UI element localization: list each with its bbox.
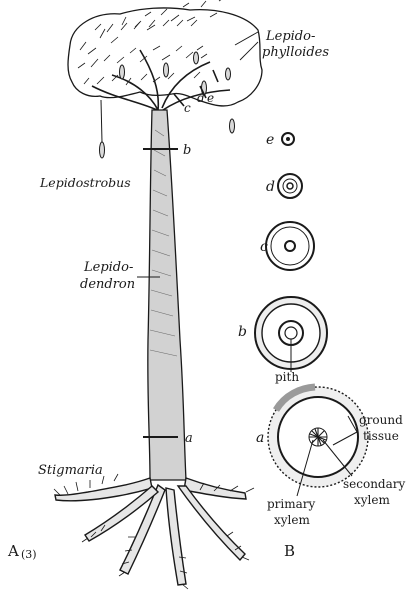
label-primary-2: xylem xyxy=(274,513,310,527)
leader-lepidophylloides-2 xyxy=(239,41,259,61)
section-letter-e: e xyxy=(266,132,274,148)
level-mark-e xyxy=(212,69,219,83)
section-d xyxy=(277,173,303,199)
level-letter-d: d xyxy=(197,91,205,105)
level-letter-c: c xyxy=(184,101,191,115)
section-letter-b: b xyxy=(238,324,247,340)
label-lepidodendron-1: Lepido- xyxy=(83,260,133,275)
level-mark-d xyxy=(199,85,207,99)
section-letter-d: d xyxy=(266,179,275,195)
section-c xyxy=(265,221,315,271)
label-lepidostrobus: Lepidostrobus xyxy=(39,175,131,190)
section-letter-c: c xyxy=(260,239,268,255)
tree-illustration xyxy=(53,0,263,590)
tree-trunk xyxy=(147,109,187,481)
label-primary-1: primary xyxy=(267,497,316,511)
stigmaria-roots xyxy=(54,477,247,586)
section-a xyxy=(267,383,369,488)
label-ground-2: tissue xyxy=(363,429,399,443)
section-letter-a: a xyxy=(256,430,264,446)
cross-sections xyxy=(254,132,369,497)
label-pith: pith xyxy=(275,370,299,384)
trunk-texture xyxy=(149,129,178,357)
rootlets xyxy=(53,473,255,590)
level-letter-b: b xyxy=(183,143,191,158)
section-e xyxy=(281,132,295,146)
label-lepidophylloides-1: Lepido- xyxy=(265,29,315,44)
label-lepidophylloides-2: phylloides xyxy=(262,45,329,60)
label-stigmaria: Stigmaria xyxy=(38,463,103,478)
level-letter-e: e xyxy=(207,91,214,105)
panel-a-label: A xyxy=(7,542,19,560)
label-lepidodendron-2: dendron xyxy=(80,277,135,292)
lepidostrobus-cone xyxy=(99,141,105,159)
level-letter-a: a xyxy=(185,431,193,446)
panel-b-label: B xyxy=(284,542,295,560)
level-mark-c xyxy=(173,93,185,107)
label-ground-1: ground xyxy=(359,413,403,427)
panel-a-sublabel: (3) xyxy=(21,548,37,561)
label-secondary-2: xylem xyxy=(354,493,390,507)
leader-lepidophylloides-1 xyxy=(234,31,259,46)
label-secondary-1: secondary xyxy=(343,477,406,491)
section-b xyxy=(254,296,328,372)
tissue-leaders xyxy=(296,415,358,497)
